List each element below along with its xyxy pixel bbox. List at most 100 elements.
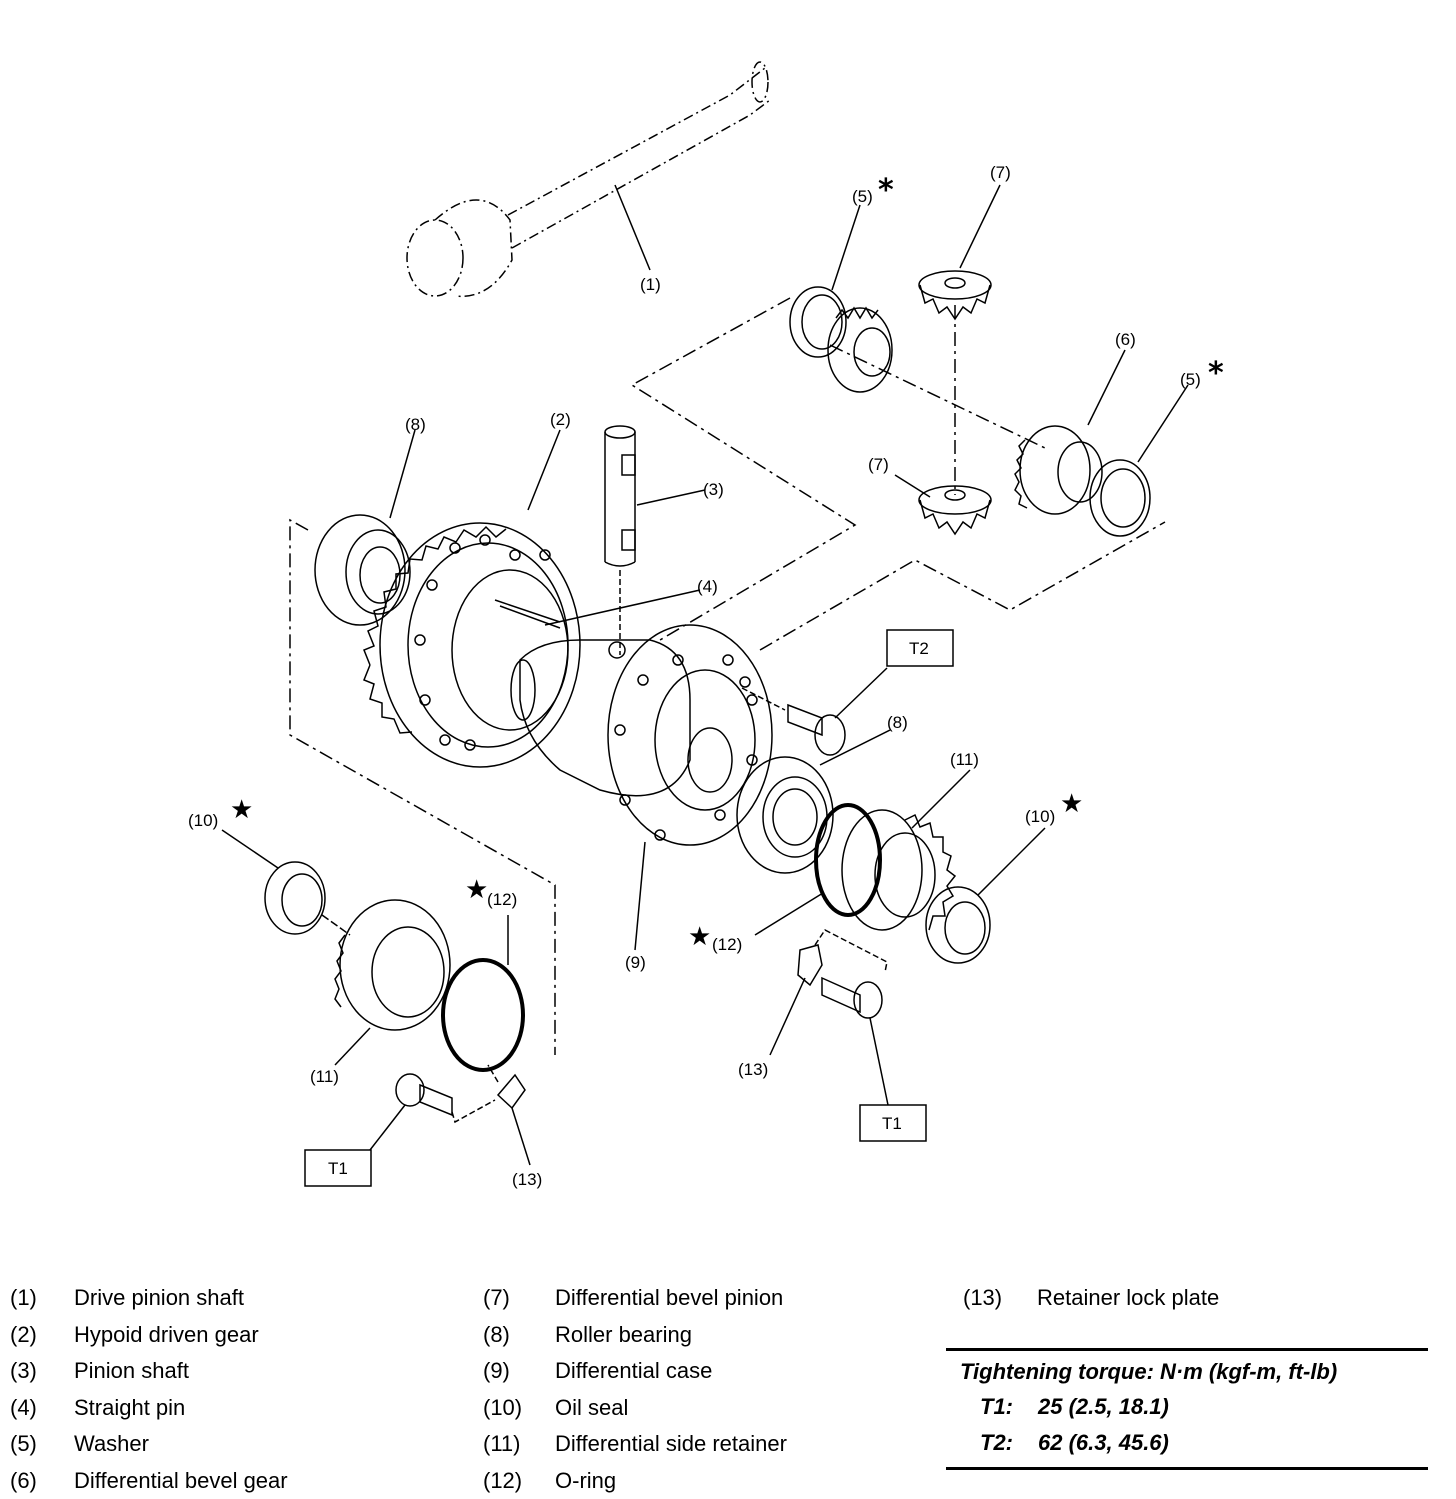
- legend-item: (7)Differential bevel pinion: [483, 1280, 787, 1317]
- legend-item: (3)Pinion shaft: [10, 1353, 288, 1390]
- bevel-gear-left: [828, 308, 892, 392]
- legend-item: (11)Differential side retainer: [483, 1426, 787, 1463]
- oil-seal-right: [926, 887, 990, 963]
- legend-item: (5)Washer: [10, 1426, 288, 1463]
- torque-spec-table: Tightening torque: N·m (kgf-m, ft-lb) T1…: [946, 1348, 1428, 1470]
- torque-title: Tightening torque: N·m (kgf-m, ft-lb): [946, 1351, 1428, 1389]
- torque-row: T2:62 (6.3, 45.6): [946, 1425, 1428, 1461]
- legend-number: (1): [10, 1280, 74, 1317]
- leader-t2: [835, 668, 887, 718]
- star-mark: ★: [465, 875, 488, 905]
- leader-13a: [512, 1108, 530, 1165]
- roller-bearing-right: [737, 757, 833, 873]
- legend-number: (9): [483, 1353, 555, 1390]
- bolt-t1-right: [822, 978, 882, 1018]
- callout-12b: (12): [712, 935, 742, 954]
- legend-label: Hypoid driven gear: [74, 1317, 259, 1354]
- legend-label: Differential case: [555, 1353, 712, 1390]
- legend-number: (4): [10, 1390, 74, 1427]
- legend-label: Straight pin: [74, 1390, 185, 1427]
- callout-8a: (8): [405, 415, 426, 434]
- differential-case: [511, 625, 772, 845]
- legend-number: (11): [483, 1426, 555, 1463]
- leader-12b: [755, 893, 823, 935]
- torque-box-t1-right-label: T1: [882, 1114, 902, 1133]
- leader-10a: [222, 830, 278, 868]
- lock-plate-right: [798, 945, 822, 985]
- callout-10b: (10): [1025, 807, 1055, 826]
- legend-column-1: (1)Drive pinion shaft (2)Hypoid driven g…: [10, 1280, 288, 1499]
- leader-5a: [832, 205, 860, 290]
- straight-pin: [495, 600, 560, 622]
- callout-13a: (13): [512, 1170, 542, 1189]
- legend-item: (6)Differential bevel gear: [10, 1463, 288, 1499]
- pinion-shaft: [605, 426, 635, 655]
- legend-number: (8): [483, 1317, 555, 1354]
- leader-7b: [895, 475, 930, 497]
- divider: [946, 1467, 1428, 1470]
- washer-right: [1090, 460, 1150, 536]
- callout-7a: (7): [990, 163, 1011, 182]
- star-mark: ★: [688, 922, 711, 952]
- leader-8b: [820, 730, 890, 765]
- legend-item: (8)Roller bearing: [483, 1317, 787, 1354]
- leader-t1b: [870, 1018, 888, 1105]
- leader-8a: [390, 430, 415, 518]
- oil-seal-left: [265, 862, 325, 934]
- torque-code: T1:: [946, 1389, 1038, 1425]
- leader-7a: [960, 185, 1000, 268]
- callout-12a: (12): [487, 890, 517, 909]
- legend-label: Washer: [74, 1426, 149, 1463]
- legend-number: (2): [10, 1317, 74, 1354]
- star-mark: ★: [1060, 789, 1083, 819]
- callout-11a: (11): [310, 1067, 339, 1086]
- leader-11b: [912, 770, 970, 828]
- assembly-frame-upper: [632, 298, 1165, 650]
- torque-box-t2-label: T2: [909, 639, 929, 658]
- legend-item: (10)Oil seal: [483, 1390, 787, 1427]
- legend-label: Differential bevel pinion: [555, 1280, 783, 1317]
- leader-9: [635, 842, 645, 950]
- legend-column-2: (7)Differential bevel pinion (8)Roller b…: [483, 1280, 787, 1499]
- torque-code: T2:: [946, 1425, 1038, 1461]
- legend-item: (4)Straight pin: [10, 1390, 288, 1427]
- legend-number: (6): [10, 1463, 74, 1499]
- torque-row: T1:25 (2.5, 18.1): [946, 1389, 1428, 1425]
- legend-label: Roller bearing: [555, 1317, 692, 1354]
- callout-5b: (5): [1180, 370, 1201, 389]
- roller-bearing-left: [315, 515, 410, 625]
- legend-number: (13): [963, 1280, 1037, 1317]
- drive-pinion-shaft: [407, 62, 770, 296]
- legend-number: (7): [483, 1280, 555, 1317]
- torque-value: 25 (2.5, 18.1): [1038, 1389, 1169, 1425]
- star-mark: ★: [230, 795, 253, 825]
- legend-column-3: (13)Retainer lock plate: [963, 1280, 1219, 1317]
- leader-2: [528, 430, 560, 510]
- asterisk-mark: *: [1208, 356, 1224, 391]
- leader-11a: [335, 1028, 370, 1065]
- legend-label: Pinion shaft: [74, 1353, 189, 1390]
- leader-5b: [1138, 385, 1188, 462]
- callout-4: (4): [697, 577, 718, 596]
- side-retainer-left: [335, 900, 450, 1030]
- legend-label: Retainer lock plate: [1037, 1280, 1219, 1317]
- legend-number: (3): [10, 1353, 74, 1390]
- legend-item: (13)Retainer lock plate: [963, 1280, 1219, 1317]
- legend-item: (2)Hypoid driven gear: [10, 1317, 288, 1354]
- callout-9: (9): [625, 953, 646, 972]
- leader-4: [545, 590, 700, 625]
- legend-label: Oil seal: [555, 1390, 628, 1427]
- torque-box-t1-left-label: T1: [328, 1159, 348, 1178]
- legend-item: (12)O-ring: [483, 1463, 787, 1499]
- callout-5a: (5): [852, 187, 873, 206]
- callout-13b: (13): [738, 1060, 768, 1079]
- leader-13b: [770, 978, 805, 1055]
- legend-number: (5): [10, 1426, 74, 1463]
- callout-11b: (11): [950, 750, 979, 769]
- leader-t1a: [370, 1105, 405, 1150]
- bolt-t2: [742, 688, 845, 755]
- callout-3: (3): [703, 480, 724, 499]
- callout-7b: (7): [868, 455, 889, 474]
- o-ring-right: [816, 805, 880, 915]
- leader-6: [1088, 350, 1125, 425]
